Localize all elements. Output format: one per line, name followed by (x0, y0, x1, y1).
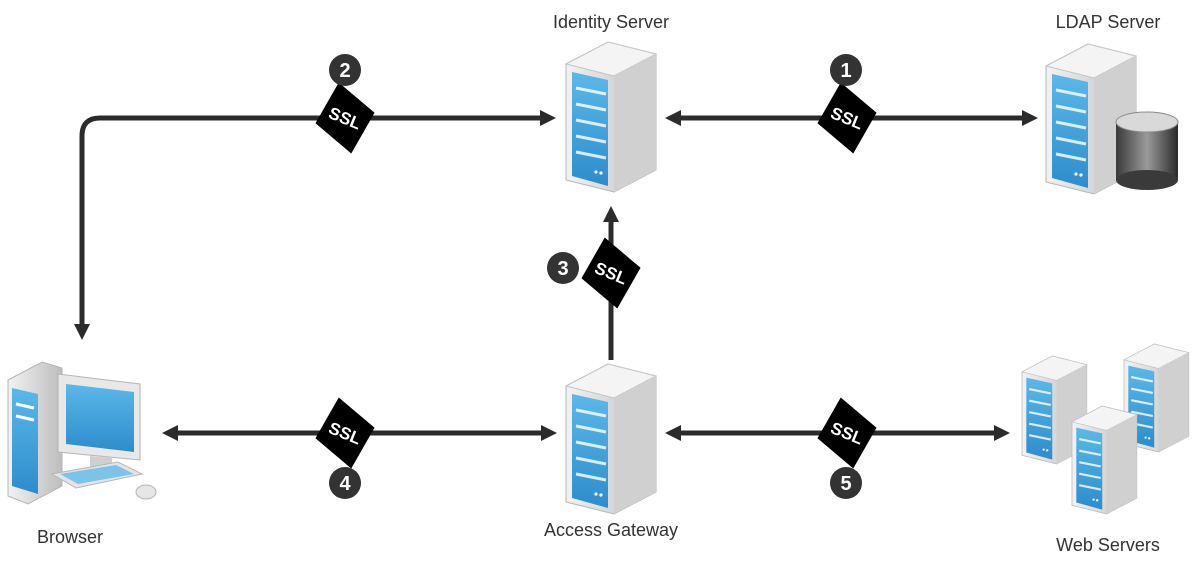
step-number-4: 4 (339, 473, 351, 495)
arrowhead (1022, 110, 1038, 126)
arrowhead (665, 110, 681, 126)
arrowhead (665, 425, 681, 441)
browser-label: Browser (36, 527, 104, 547)
browser-identity-path (79, 115, 544, 328)
step-badge-1: 1 (830, 54, 862, 86)
arrowhead (74, 324, 90, 340)
step-number-2: 2 (339, 60, 350, 82)
browser-computer-icon (7, 361, 157, 505)
step-badge-4: 4 (329, 467, 361, 499)
database-cylinder-icon (1115, 111, 1179, 190)
ldap-server-icon (1044, 42, 1179, 196)
step-badge-5: 5 (830, 467, 862, 499)
step-number-1: 1 (840, 60, 851, 82)
ssl-tag: SSL (575, 232, 647, 314)
web-servers-icon (1020, 342, 1190, 516)
step-number-3: 3 (557, 258, 568, 280)
arrowhead (603, 206, 619, 222)
ssl-tag: SSL (811, 392, 883, 474)
ssl-tag: SSL (309, 77, 381, 159)
access-gateway-icon (564, 362, 658, 516)
identity-server-icon (564, 40, 658, 194)
arrowhead (541, 425, 557, 441)
access-gateway-label: Access Gateway (543, 520, 679, 540)
step-number-5: 5 (840, 473, 851, 495)
step-badge-2: 2 (329, 54, 361, 86)
arrowhead (994, 425, 1010, 441)
identity-server-label: Identity Server (552, 12, 670, 32)
step-badge-3: 3 (547, 252, 579, 284)
web-servers-label: Web Servers (1056, 535, 1160, 555)
ssl-tag: SSL (811, 77, 883, 159)
arrowhead (540, 110, 556, 126)
ldap-server-label: LDAP Server (1055, 12, 1161, 32)
arrowhead (162, 425, 178, 441)
arrowheads (74, 110, 1038, 441)
ssl-tag: SSL (309, 392, 381, 474)
